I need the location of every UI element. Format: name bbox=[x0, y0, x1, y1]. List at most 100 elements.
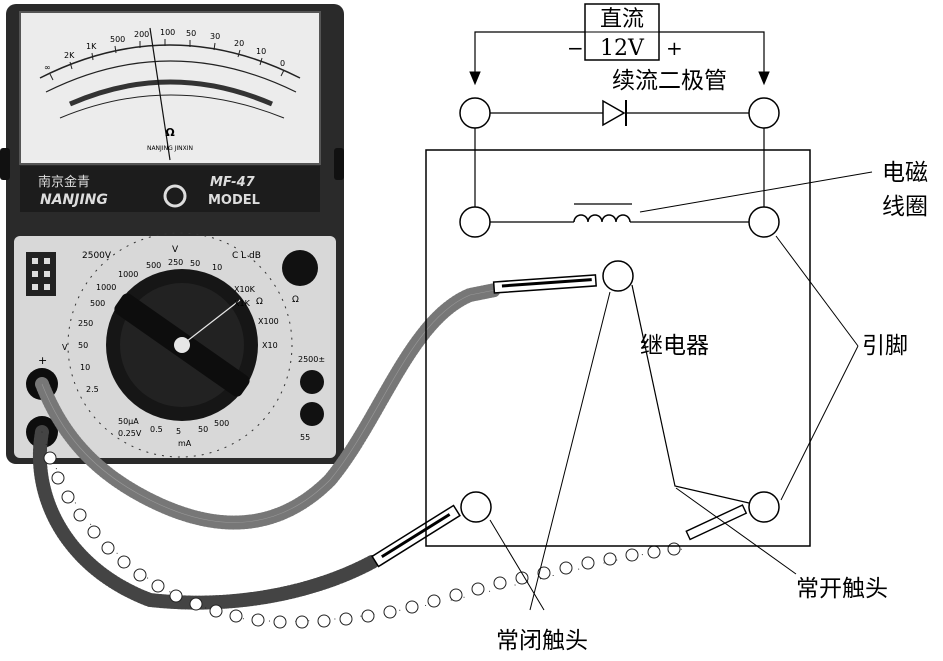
meter-side-knob-left bbox=[0, 148, 10, 180]
lead-lower-coil bbox=[32, 425, 379, 610]
coil-symbol-icon bbox=[573, 214, 631, 223]
model-word: MODEL bbox=[208, 193, 260, 208]
range-2500v: 2500V bbox=[82, 251, 112, 261]
terminal-normally-closed bbox=[460, 491, 492, 523]
brand-chinese: 南京金青 bbox=[38, 174, 90, 190]
dial-label: 0.25V bbox=[118, 429, 142, 438]
diode-symbol-icon bbox=[602, 99, 626, 127]
dial-label: mA bbox=[178, 439, 192, 448]
dial-label: 5 bbox=[176, 427, 181, 436]
dial-label: 250 bbox=[168, 258, 183, 267]
dial-right-labels: X10K X1K X100 X10 bbox=[234, 285, 279, 350]
relay-circuit bbox=[425, 3, 873, 611]
leader-nc-2 bbox=[489, 519, 545, 611]
label-coil-line2: 线圈 bbox=[882, 194, 928, 220]
dial-label: 1000 bbox=[96, 283, 116, 292]
leader-coil bbox=[639, 171, 873, 213]
dial-label: 50 bbox=[198, 425, 208, 434]
jack-2500v[interactable] bbox=[300, 370, 324, 394]
meter-side-knob-right bbox=[334, 148, 344, 180]
brand-knob-icon bbox=[163, 184, 187, 208]
dial-label: 50 bbox=[190, 259, 200, 268]
zero-adjust-knob[interactable] bbox=[282, 250, 318, 286]
dial-label: X100 bbox=[258, 317, 279, 326]
terminal-normally-open bbox=[748, 491, 780, 523]
label-pins: 引脚 bbox=[862, 333, 908, 359]
probe-tip-lower-rod bbox=[381, 513, 451, 559]
probe-leads bbox=[32, 274, 748, 629]
leader-nc-1 bbox=[529, 291, 611, 611]
dial-label: 0.5 bbox=[150, 425, 163, 434]
dial-label: 500 bbox=[146, 261, 161, 270]
socket-holes bbox=[32, 258, 50, 290]
dial-pointer-line bbox=[181, 299, 241, 346]
meter-face bbox=[19, 11, 321, 165]
scale-arc-mirror bbox=[68, 79, 273, 107]
dial-label: 50μA bbox=[118, 417, 139, 426]
leader-pins-1 bbox=[775, 235, 859, 347]
dial-label: 500 bbox=[90, 299, 105, 308]
label-relay: 继电器 bbox=[640, 333, 709, 359]
dial-v-unit: V bbox=[62, 343, 68, 352]
scale-label: 2K bbox=[64, 51, 75, 60]
range-v-unit: V bbox=[172, 245, 179, 255]
dial-label: X1K bbox=[234, 299, 251, 308]
scale-label: 30 bbox=[210, 32, 220, 41]
label-coil-line1: 电磁 bbox=[882, 160, 928, 186]
scale-label: 0 bbox=[280, 59, 285, 68]
power-minus-sign: − bbox=[567, 36, 584, 60]
model-name: MF-47 bbox=[210, 175, 256, 190]
label-normally-closed-contact: 常闭触头 bbox=[496, 628, 588, 654]
arrow-down-positive-icon bbox=[758, 71, 770, 86]
label-normally-open-contact: 常开触头 bbox=[796, 576, 888, 602]
terminal-top-right bbox=[748, 97, 780, 129]
dial-label: 500 bbox=[214, 419, 229, 428]
jack-plus-label: + bbox=[38, 354, 47, 367]
power-label-dc: 直流 bbox=[600, 7, 644, 32]
multimeter: ∞ 2K 1K 500 200 100 50 30 20 10 0 Ω NANJ… bbox=[0, 4, 344, 464]
jack-2500-label: 2500± bbox=[298, 355, 325, 364]
terminal-coil-right bbox=[748, 206, 780, 238]
scale-arc-2 bbox=[45, 60, 297, 93]
terminal-common bbox=[602, 260, 634, 292]
supply-wire-negative bbox=[474, 31, 585, 80]
scale-label: 10 bbox=[256, 47, 266, 56]
dial-label: 10 bbox=[212, 263, 222, 272]
terminal-coil-left bbox=[459, 206, 491, 238]
lead-upper-core bbox=[41, 289, 496, 523]
lead-beaded-rings bbox=[43, 451, 681, 629]
power-plus-sign: + bbox=[666, 36, 683, 60]
scale-label: 200 bbox=[134, 30, 149, 39]
transistor-socket bbox=[26, 252, 56, 296]
power-label-12v: 12V bbox=[600, 36, 645, 61]
dial-label: X10K bbox=[234, 285, 256, 294]
dial-label: 250 bbox=[78, 319, 93, 328]
dial-label: 1000 bbox=[118, 270, 138, 279]
dial-label: 2.5 bbox=[86, 385, 99, 394]
leader-pins-2 bbox=[780, 345, 859, 501]
scale-arc-3 bbox=[59, 94, 285, 119]
scale-arc-1 bbox=[39, 44, 301, 79]
scale-label: 500 bbox=[110, 35, 125, 44]
jack-5a[interactable] bbox=[300, 402, 324, 426]
dial-label: 10 bbox=[80, 363, 90, 372]
probe-tip-upper-rod bbox=[501, 278, 592, 288]
dial-left-labels: 1000 500 250 50 10 2.5 bbox=[78, 283, 116, 394]
scale-label: 50 bbox=[186, 29, 196, 38]
dial-label: 50 bbox=[78, 341, 88, 350]
meter-needle bbox=[149, 27, 171, 161]
label-flyback-diode: 续流二极管 bbox=[612, 68, 727, 94]
dial-bottom-labels: 50μA 0.25V 0.5 5 50 500 mA bbox=[118, 417, 229, 448]
jack-5a-label: 55 bbox=[300, 433, 310, 442]
scale-ticks bbox=[49, 39, 285, 81]
scale-label: 1K bbox=[86, 42, 97, 51]
zero-adjust-label: Ω bbox=[292, 295, 299, 305]
probe-tip-right bbox=[685, 504, 748, 541]
supply-wire-positive bbox=[659, 31, 765, 80]
terminal-top-left bbox=[459, 97, 491, 129]
range-c-l-db: C L dB bbox=[232, 251, 261, 261]
scale-label: 100 bbox=[160, 28, 175, 37]
dial-label: X10 bbox=[262, 341, 278, 350]
